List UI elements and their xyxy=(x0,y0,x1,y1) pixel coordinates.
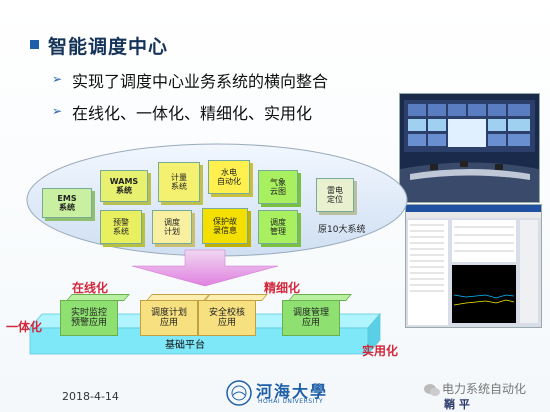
bullet-arrow-icon: ➢ xyxy=(52,72,63,86)
system-box-protection: 保护故 录信息 xyxy=(202,208,248,244)
module-realtime: 实时监控 预警应用 xyxy=(60,294,130,336)
system-box-label: 调度 计划 xyxy=(164,217,180,236)
system-box-label: 调度 管理 xyxy=(270,217,286,236)
system-box-ems: EMS 系统 xyxy=(42,188,92,218)
tag-online: 在线化 xyxy=(72,281,109,295)
wechat-icon xyxy=(424,381,440,396)
university-logo: 河海大學 HOHAI UNIVERSITY xyxy=(226,378,376,408)
system-box-wams: WAMS 系统 xyxy=(100,170,148,202)
bullet-1: 实现了调度中心业务系统的横向整合 xyxy=(72,72,329,91)
system-box-label: 气象 云图 xyxy=(270,177,286,196)
footer-date: 2018-4-14 xyxy=(62,390,119,403)
bullet-arrow-icon: ➢ xyxy=(52,104,63,118)
watermark-text: 电力系统自动化 xyxy=(442,382,527,396)
system-box-label: 计量 系统 xyxy=(171,172,187,191)
system-box-label: EMS 系统 xyxy=(57,193,77,212)
module-dispatch-mgmt: 调度管理 应用 xyxy=(282,294,352,336)
control-room-photo xyxy=(399,93,540,203)
software-screenshot xyxy=(405,204,542,328)
system-box-lightning: 雷电 定位 xyxy=(316,178,354,212)
system-box-label: 预警 系统 xyxy=(113,217,129,236)
university-name-en: HOHAI UNIVERSITY xyxy=(258,398,324,405)
tag-practical: 实用化 xyxy=(362,344,399,358)
tag-refined: 精细化 xyxy=(264,281,301,295)
system-box-weather: 气象 云图 xyxy=(258,170,298,204)
system-box-label: 保护故 录信息 xyxy=(213,216,237,235)
module-label: 实时监控 预警应用 xyxy=(70,307,107,328)
system-box-dispatch-mgmt: 调度 管理 xyxy=(258,210,298,244)
platform-label: 基础平台 xyxy=(165,340,205,351)
tag-integrated: 一体化 xyxy=(6,320,43,334)
down-arrow-icon xyxy=(131,249,279,287)
title-bullet xyxy=(30,40,39,49)
university-name-cn: 河海大學 xyxy=(256,382,329,401)
system-box-warning: 预警 系统 xyxy=(100,210,142,244)
module-dispatch-plan: 调度计划 应用 xyxy=(140,294,210,336)
bullet-2: 在线化、一体化、精细化、实用化 xyxy=(72,104,313,123)
module-security-check: 安全校核 应用 xyxy=(198,294,268,336)
system-box-hydro: 水电 自动化 xyxy=(208,160,250,194)
university-seal-icon xyxy=(226,380,252,406)
module-label: 安全校核 应用 xyxy=(208,307,245,328)
system-box-label: 水电 自动化 xyxy=(217,167,241,186)
system-box-label: 雷电 定位 xyxy=(327,185,343,204)
original-systems-caption: 原10大系统 xyxy=(318,225,366,235)
slide-title: 智能调度中心 xyxy=(48,36,169,58)
module-label: 调度管理 应用 xyxy=(292,307,329,328)
system-box-label: WAMS 系统 xyxy=(109,176,139,195)
system-box-metering: 计量 系统 xyxy=(158,162,200,202)
system-box-dispatch-plan: 调度 计划 xyxy=(152,210,192,244)
module-label: 调度计划 应用 xyxy=(150,307,187,328)
page-mark: 鞘 平 xyxy=(444,398,470,411)
